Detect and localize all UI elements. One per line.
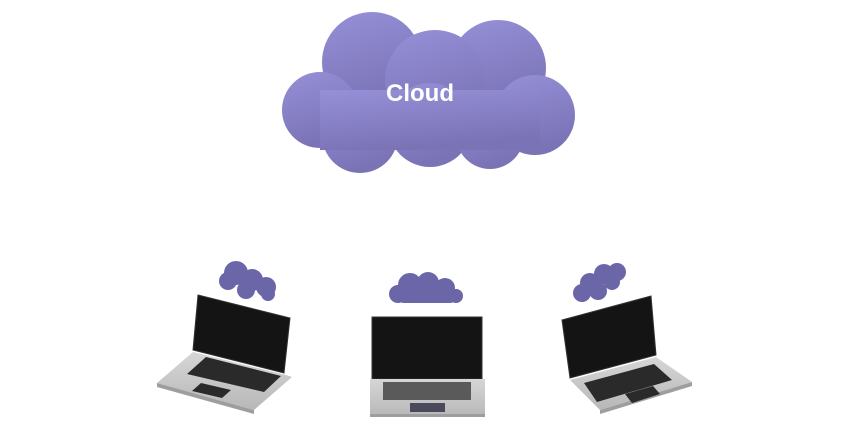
laptop-left-icon <box>157 261 292 414</box>
main-cloud-icon <box>282 12 575 173</box>
mini-cloud-left-icon <box>219 261 276 301</box>
laptop-right-icon <box>561 263 692 414</box>
laptop-center-icon <box>370 272 485 417</box>
mini-cloud-right-icon <box>573 263 626 302</box>
mini-cloud-center-icon <box>389 272 463 303</box>
cloud-label: Cloud <box>386 80 454 107</box>
